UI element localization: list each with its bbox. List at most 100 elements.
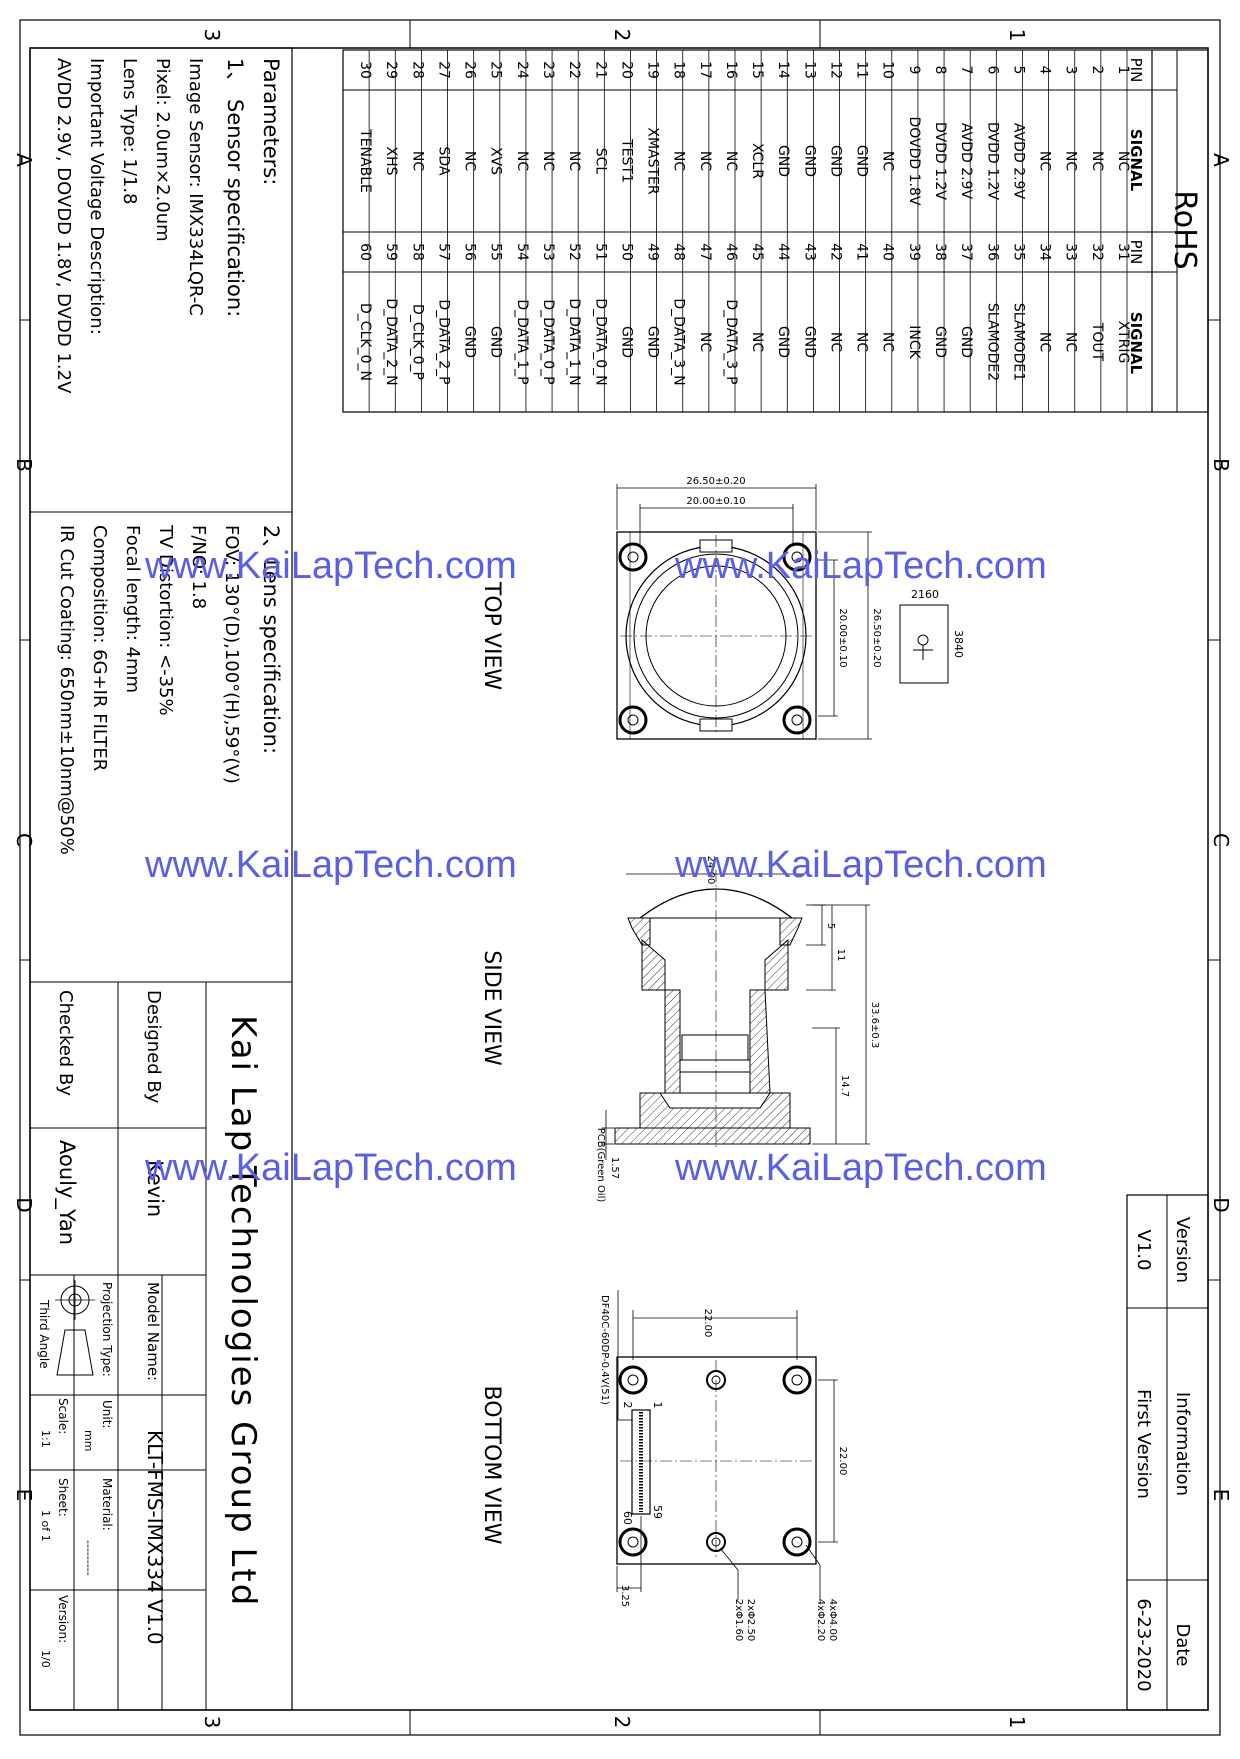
pin-signal: DVDD 1.2V [932, 122, 948, 200]
pin-number: 36 [984, 243, 1000, 261]
pin-number: 50 [618, 243, 634, 261]
pin-number: 32 [1089, 243, 1105, 261]
hole-callout-big: 4xΦ4.00 [827, 1599, 838, 1641]
pin-signal: XVS [488, 147, 504, 175]
pin-number: 35 [1010, 243, 1026, 261]
pin-number: 57 [435, 243, 451, 261]
watermark-text: www.KaiLapTech.com [144, 844, 517, 886]
top-view-title: TOP VIEW [479, 581, 504, 690]
pin-number: 11 [854, 61, 870, 79]
dim-side-c: 14.7 [839, 1075, 850, 1097]
connector-pin-59: 59 [651, 1505, 664, 1519]
pin-number: 14 [775, 61, 791, 79]
pin-number: 56 [462, 243, 478, 261]
zone-letter: B [12, 458, 36, 472]
pin-signal: NC [1115, 151, 1131, 171]
pin-signal: NC [1089, 151, 1105, 171]
rohs-mark: RoHS [1167, 190, 1202, 269]
zone-number: 1 [1005, 29, 1029, 42]
pin-number: 12 [827, 61, 843, 79]
pin-number: 27 [435, 61, 451, 79]
lens-spec-line: IR Cut Coating: 650nm±10nm@50% [56, 525, 77, 855]
pin-signal: INCK [906, 325, 922, 359]
pin-number: 18 [671, 61, 687, 79]
sensor-spec-line: Pixel: 2.0um×2.0um [152, 58, 173, 242]
zone-letter: D [12, 1197, 36, 1212]
pin-number: 40 [880, 243, 896, 261]
pin-number: 53 [540, 243, 556, 261]
third-angle-projection-icon [55, 1280, 95, 1376]
bottom-view-drawing [616, 1290, 838, 1600]
dim-pcb-thickness: 1.57 [609, 1157, 620, 1179]
pin-signal: TEST1 [618, 138, 634, 183]
pin-signal: D_DATA_2_N [383, 298, 399, 385]
pin-number: 51 [592, 243, 608, 261]
pin-number: 1 [1115, 66, 1131, 75]
rev-version-header: Version [1172, 1217, 1193, 1283]
zone-letter: E [1209, 1489, 1233, 1502]
scale-label: Scale: [56, 1398, 70, 1434]
pin-number: 34 [1037, 243, 1053, 261]
pin-number: 37 [958, 243, 974, 261]
pin-signal: XTRIG [1115, 321, 1131, 364]
company-name: Kai Lap Technologies Group Ltd [223, 1015, 263, 1607]
pin-signal: NC [462, 151, 478, 171]
pin-number: 28 [409, 61, 425, 79]
lens-spec-line: Composition: 6G+IR FILTER [89, 525, 110, 771]
pin-signal: GND [488, 326, 504, 358]
pin-signal: GND [854, 145, 870, 177]
sensor-spec-line: Important Voltage Description: [86, 58, 107, 335]
pin-signal: GND [932, 326, 948, 358]
lens-spec-line: TV Distortion: <-35% [155, 524, 176, 716]
pin-signal: NC [1037, 332, 1053, 352]
pin-number: 22 [566, 61, 582, 79]
pin-number: 48 [671, 243, 687, 261]
pin-number: 9 [906, 66, 922, 75]
dim-top-inner-width: 20.00±0.10 [686, 496, 745, 507]
lens-spec-line: Focal length: 4mm [122, 525, 143, 693]
dim-top-inner-height: 20.00±0.10 [837, 608, 848, 667]
pin-signal: SCL [592, 148, 608, 175]
dim-bottom-width: 22.00 [702, 1309, 713, 1338]
dim-side-total: 33.6±0.3 [869, 1002, 880, 1049]
dim-top-outer-width: 26.50±0.20 [686, 476, 745, 487]
pin-number: 60 [357, 243, 373, 261]
dim-chip-width: 2160 [911, 588, 939, 601]
pin-number: 21 [592, 61, 608, 79]
pin-number: 29 [383, 61, 399, 79]
sheet-label: Sheet: [56, 1478, 70, 1517]
pin-signal: D_DATA_0_N [592, 298, 608, 385]
dim-top-outer-height: 26.50±0.20 [871, 608, 882, 667]
lens-spec-line: F/NO: 1.8 [188, 525, 209, 609]
pin-signal: GND [801, 326, 817, 358]
pin-signal: D_DATA_3_N [671, 298, 687, 385]
pin-signal: DOVDD 1.8V [906, 117, 922, 206]
rev-info-header: Information [1172, 1392, 1193, 1496]
pin-table: PINSIGNALPINSIGNALRoHS1NC31XTRIG2NC32TOU… [342, 49, 1209, 413]
pin-number: 25 [488, 61, 504, 79]
pin-signal: D_DATA_3_P [723, 299, 739, 384]
pin-number: 10 [880, 61, 896, 79]
pin-signal: NC [566, 151, 582, 171]
zone-letter: A [1209, 153, 1233, 167]
sheet-value: 1 of 1 [39, 1510, 52, 1542]
pin-number: 46 [723, 243, 739, 261]
pin-signal: NC [514, 151, 530, 171]
pin-signal: AVDD 2.9V [1010, 123, 1026, 200]
side-view-drawing [602, 870, 870, 1160]
pin-signal: XMASTER [645, 127, 661, 195]
pin-number: 2 [1089, 66, 1105, 75]
board-connector [631, 1409, 651, 1515]
pin-signal: NC [1037, 151, 1053, 171]
pin-number: 7 [958, 66, 974, 75]
sensor-spec-heading: 1、 Sensor specification: [223, 58, 247, 317]
pin-signal: NC [1063, 151, 1079, 171]
dim-bottom-height: 22.00 [837, 1447, 848, 1476]
pin-signal: NC [827, 332, 843, 352]
rev-date-header: Date [1172, 1623, 1193, 1666]
pin-number: 54 [514, 243, 530, 261]
model-name-label: Model Name: [144, 1282, 162, 1381]
pin-signal: D_DATA_1_N [566, 298, 582, 385]
